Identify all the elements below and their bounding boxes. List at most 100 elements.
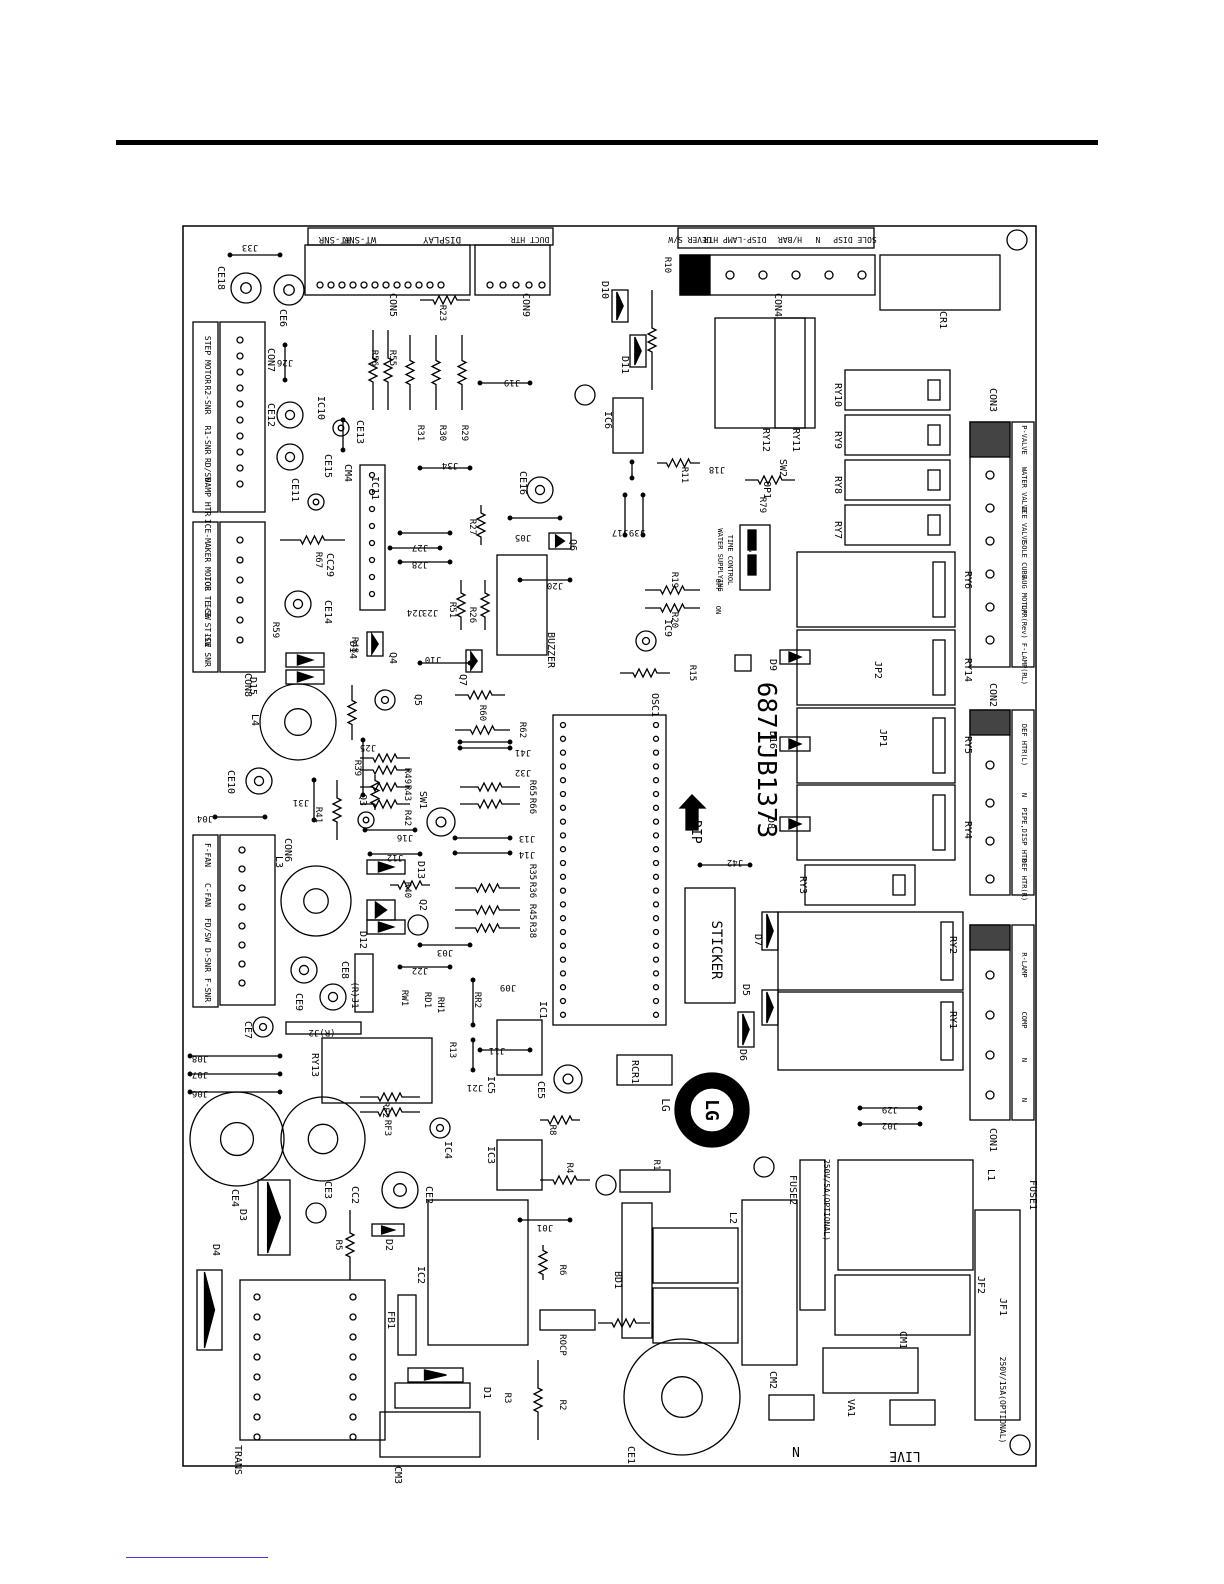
label-ic5: IC5 <box>485 1076 496 1094</box>
diode-d1-mark <box>423 1369 447 1381</box>
relay-ry3-coil <box>892 874 906 896</box>
label-r55: R55 <box>387 350 397 366</box>
con6-pin <box>238 979 246 987</box>
cap-ce18-center <box>240 282 252 294</box>
ic1-pin <box>559 997 567 1005</box>
con3-pin <box>985 503 995 513</box>
dip-key-1 <box>747 529 757 551</box>
ic11 <box>359 464 386 611</box>
ic1-pin <box>652 997 660 1005</box>
ic11-pin <box>368 590 376 598</box>
trans-pin <box>349 1353 357 1361</box>
label-r65: R65 <box>527 780 537 796</box>
jumper-5-pad <box>397 530 403 536</box>
jumper-v-pad <box>629 475 635 481</box>
label-fuse2-rating: 250V/5A(OPTIONAL) <box>822 1159 831 1241</box>
label-ce11: CE11 <box>289 478 300 502</box>
resistor-h-13 <box>460 798 520 810</box>
label-board-id: 6871JB1373 <box>751 682 781 839</box>
jumper-9-pad <box>507 745 513 751</box>
label-ry13: RY13 <box>309 1053 320 1077</box>
label-r43: R43 <box>402 785 412 801</box>
jumper-7-pad <box>517 577 523 583</box>
label-con3-water-valve: WATER VALVE <box>1020 467 1028 513</box>
jumper-v-pad <box>360 737 366 743</box>
q4 <box>366 631 384 657</box>
ic11-pin <box>368 556 376 564</box>
label-display: DISPLAY <box>422 234 461 244</box>
jumper-22-pad <box>747 862 753 868</box>
sw1 <box>426 807 456 837</box>
resistor-h-14 <box>390 879 430 891</box>
trans-pin <box>349 1333 357 1341</box>
label-on: ON <box>714 606 722 614</box>
ic2-heatsink <box>427 1199 529 1346</box>
label-q5: Q5 <box>412 694 423 706</box>
resistor-h-18 <box>360 1091 420 1103</box>
trans-pin <box>349 1313 357 1321</box>
jumper-3-pad <box>557 515 563 521</box>
label-j39: J39 <box>629 527 645 537</box>
resistor-v-12 <box>537 1245 549 1280</box>
diode-d12-mark <box>377 921 396 933</box>
label-r8: R8 <box>547 1125 557 1136</box>
label-ry1: RY1 <box>947 1011 958 1029</box>
label-r5: R5 <box>333 1240 343 1251</box>
ic1-pin <box>559 735 567 742</box>
q7 <box>465 649 483 673</box>
label-cm1: CM1 <box>897 1331 908 1349</box>
con6-pin <box>238 865 246 873</box>
label-r66: R66 <box>527 798 537 814</box>
label-d7: D7 <box>752 934 763 946</box>
resistor-r1-body <box>619 1169 671 1193</box>
relay-ry6 <box>796 551 956 628</box>
ic11-pin <box>368 471 376 479</box>
rcr1 <box>616 1054 673 1086</box>
label-ic10: IC10 <box>315 396 326 420</box>
ic1-pin <box>652 777 660 784</box>
con3-key <box>969 421 1011 458</box>
con5-pin <box>371 281 379 289</box>
label-ce3: CE3 <box>322 1181 333 1199</box>
jumper-19-pad <box>187 1089 193 1095</box>
label-r27: R27 <box>467 519 477 535</box>
label-j06: J06 <box>192 1088 208 1098</box>
label-con8: CON8 <box>242 673 253 697</box>
label-j17: J17 <box>612 527 628 537</box>
con5-pin <box>360 281 368 289</box>
con5-pin <box>382 281 390 289</box>
label-d11: D11 <box>619 356 630 374</box>
relay-ry3 <box>804 864 916 906</box>
ic1-pin <box>652 970 660 977</box>
jumper-1-pad <box>527 380 533 386</box>
label-q7: Q7 <box>457 674 468 686</box>
con5-pin <box>316 281 324 289</box>
q6-mark <box>554 533 566 549</box>
trans-pin <box>253 1413 261 1421</box>
label-ry12: RY12 <box>760 428 771 452</box>
label-ry11: RY11 <box>790 428 801 452</box>
jumper-15-pad <box>467 942 473 948</box>
ic1-pin <box>652 749 660 756</box>
q4-mark <box>371 631 379 657</box>
label-d16: D16 <box>767 731 778 749</box>
cap-ce11 <box>276 443 304 471</box>
label-time-control: TIME CONTROL <box>726 535 734 586</box>
diode-d7-mark <box>766 913 774 949</box>
dip-arrow <box>678 794 707 831</box>
diode-d1 <box>407 1367 464 1383</box>
resistor-v-3 <box>367 330 379 410</box>
label-lg: LG <box>659 1098 672 1111</box>
cap-ce11-center <box>284 451 296 463</box>
diode-d14 <box>285 652 325 668</box>
label-q3: Q3 <box>357 794 368 806</box>
mounting-hole-2 <box>305 1202 327 1224</box>
label-con1-n: N <box>1020 1098 1028 1102</box>
resistor-h-9 <box>360 764 410 776</box>
label-r56: R56 <box>369 350 379 366</box>
label-con2-def-htr-r: DEF HTR(R) <box>1020 859 1028 901</box>
label-r79: R79 <box>757 497 767 513</box>
ic1-pin <box>652 832 660 839</box>
label-r26: R26 <box>467 607 477 623</box>
label-rd1: RD1 <box>422 992 432 1008</box>
